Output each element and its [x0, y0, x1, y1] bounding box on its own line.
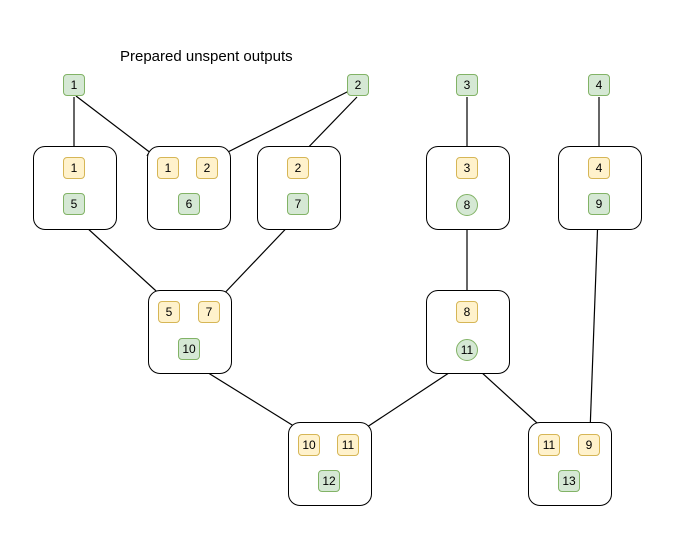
tx10-output: 10 — [178, 338, 200, 360]
prepared-output-4: 4 — [588, 74, 610, 96]
tx5-output: 5 — [63, 193, 85, 215]
tx11-input-8: 8 — [456, 301, 478, 323]
tx8-output: 8 — [456, 194, 478, 216]
diagram-title: Prepared unspent outputs — [120, 48, 293, 65]
tx10-input-5: 5 — [158, 301, 180, 323]
tx13-input-11: 11 — [538, 434, 560, 456]
prepared-output-1: 1 — [63, 74, 85, 96]
tx6-output: 6 — [178, 193, 200, 215]
tx5-input-1: 1 — [63, 157, 85, 179]
tx13-input-9: 9 — [578, 434, 600, 456]
edge-2-to-t6 — [217, 90, 350, 158]
tx9-output: 9 — [588, 193, 610, 215]
tx13-output: 13 — [558, 470, 580, 492]
tx6-input-2: 2 — [196, 157, 218, 179]
tx9-input-4: 4 — [588, 157, 610, 179]
edge-5-to-t10 — [73, 215, 167, 301]
tx7-output: 7 — [287, 193, 309, 215]
edge-1-to-t6 — [75, 95, 157, 158]
prepared-output-2: 2 — [347, 74, 369, 96]
tx8-input-3: 3 — [456, 157, 478, 179]
tx12-input-11: 11 — [337, 434, 359, 456]
edge-7-to-t10 — [217, 215, 299, 301]
tx10-input-7: 7 — [198, 301, 220, 323]
tx11-output: 11 — [456, 339, 478, 361]
tx12-input-10: 10 — [298, 434, 320, 456]
edge-9-to-t13 — [585, 215, 599, 433]
tx7-input-2: 2 — [287, 157, 309, 179]
tx6-input-1: 1 — [157, 157, 179, 179]
prepared-output-3: 3 — [456, 74, 478, 96]
tx12-output: 12 — [318, 470, 340, 492]
